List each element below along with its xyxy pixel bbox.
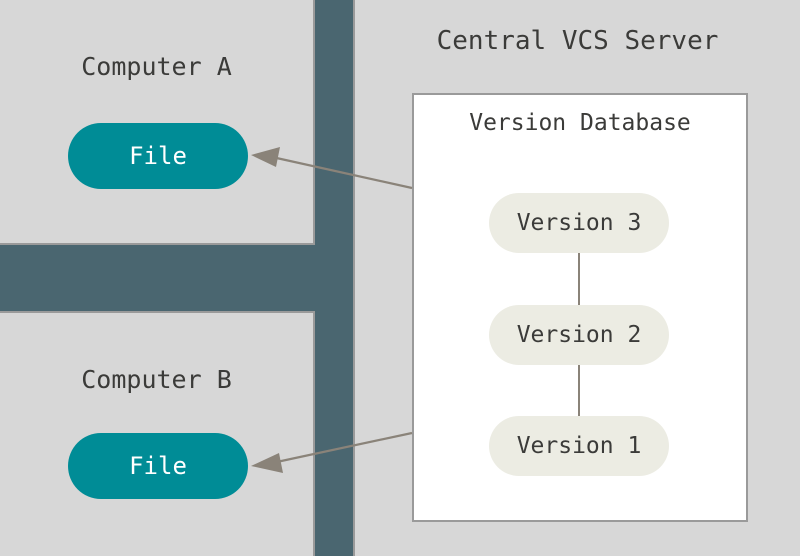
version-link-2-to-1: [578, 365, 580, 416]
version-link-3-to-2: [578, 253, 580, 305]
version-node-2[interactable]: Version 2: [489, 305, 669, 365]
file-node-computer-b[interactable]: File: [68, 433, 248, 499]
file-node-computer-a[interactable]: File: [68, 123, 248, 189]
computer-a-title: Computer A: [81, 52, 232, 81]
version-node-1[interactable]: Version 1: [489, 416, 669, 476]
version-database-title: Version Database: [469, 110, 691, 136]
computer-b-title: Computer B: [81, 365, 232, 394]
version-node-3[interactable]: Version 3: [489, 193, 669, 253]
panel-computer-a: Computer A: [0, 0, 315, 245]
server-title: Central VCS Server: [436, 26, 719, 56]
